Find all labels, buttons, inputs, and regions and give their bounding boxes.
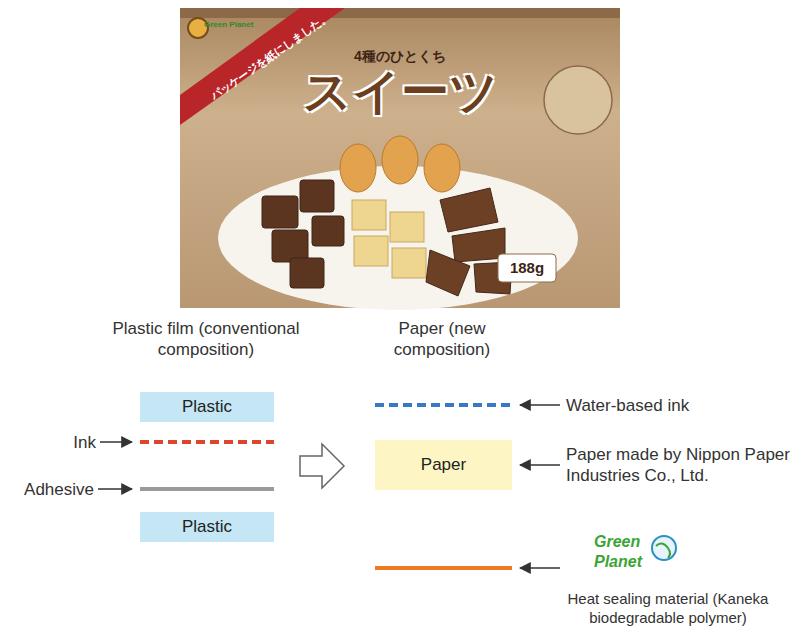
layer-name: Paper [421, 455, 466, 475]
water-ink-layer [375, 403, 512, 407]
layer-label: Paper made by Nippon Paper Industries Co… [566, 444, 794, 487]
package-photo [180, 8, 620, 310]
layer-label: Ink [40, 432, 96, 453]
green-planet-globe [652, 536, 676, 560]
column-heading: Plastic film (conventional composition) [96, 318, 316, 361]
layer-box: Plastic [140, 392, 274, 422]
layer-name: Plastic [182, 517, 232, 537]
layer-box: Plastic [140, 512, 274, 542]
weight-label: 188g [498, 259, 556, 278]
package-subtitle: 4種のひとくち [300, 48, 500, 66]
layer-label: Adhesive [6, 479, 94, 500]
brand-logo: Green Planet [594, 532, 656, 572]
package-logo: Green Planet [204, 20, 254, 30]
layer-label: Water-based ink [566, 395, 766, 416]
layer-label: Heat sealing material (Kaneka biodegrada… [540, 590, 796, 628]
column-heading: Paper (new composition) [362, 318, 522, 361]
package-title: スイーツ [260, 66, 540, 119]
ink-layer [140, 440, 274, 444]
layer-name: Plastic [182, 397, 232, 417]
leader-arrows [98, 405, 560, 568]
heat-seal-layer [375, 566, 512, 570]
adhesive-layer [140, 487, 274, 491]
layer-box: Paper [375, 440, 512, 490]
hollow-arrow [300, 444, 344, 488]
